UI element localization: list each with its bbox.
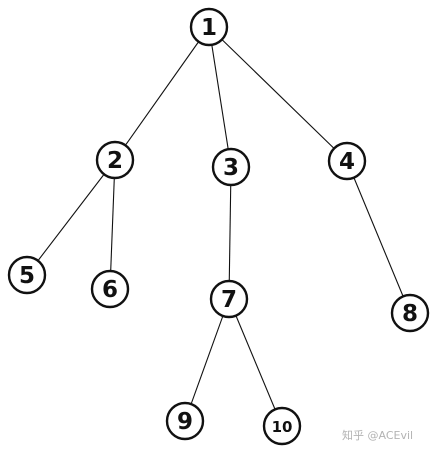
node-circle-1 [189,7,229,47]
node-label-1: 1 [201,15,217,41]
node-label-8: 8 [402,301,418,327]
node-circle-7 [209,279,249,319]
edge-4-8 [346,160,411,314]
node-label-2: 2 [107,148,123,174]
node-circle-3 [211,147,251,187]
node-circle-10 [262,406,302,446]
node-circle-4 [327,141,367,181]
edge-1-3 [208,26,232,168]
tree-nodes: 1 2 3 4 5 6 7 8 9 10 [7,7,430,446]
edge-7-10 [228,298,283,427]
node-label-6: 6 [102,277,118,303]
edge-1-2 [114,26,210,161]
edge-7-9 [184,298,230,422]
tree-node-2: 2 [95,140,135,180]
node-label-7: 7 [221,287,237,313]
edge-2-5 [26,159,116,276]
tree-node-1: 1 [189,7,229,47]
node-circle-6 [90,269,130,309]
tree-node-8: 8 [390,293,430,333]
node-circle-2 [95,140,135,180]
node-label-5: 5 [19,263,35,289]
node-label-10: 10 [272,418,293,436]
edge-1-4 [208,26,348,162]
tree-node-5: 5 [7,255,47,295]
node-circle-5 [7,255,47,295]
node-circle-9 [165,401,205,441]
node-label-4: 4 [339,149,355,175]
tree-edges [26,26,411,427]
tree-node-3: 3 [211,147,251,187]
tree-node-7: 7 [209,279,249,319]
tree-node-9: 9 [165,401,205,441]
tree-node-4: 4 [327,141,367,181]
node-circle-8 [390,293,430,333]
edge-2-6 [109,159,116,290]
tree-node-6: 6 [90,269,130,309]
watermark: 知乎 @ACEvil [342,429,414,442]
node-label-3: 3 [223,155,239,181]
node-label-9: 9 [177,409,193,435]
tree-node-10: 10 [262,406,302,446]
edge-3-7 [228,166,232,300]
